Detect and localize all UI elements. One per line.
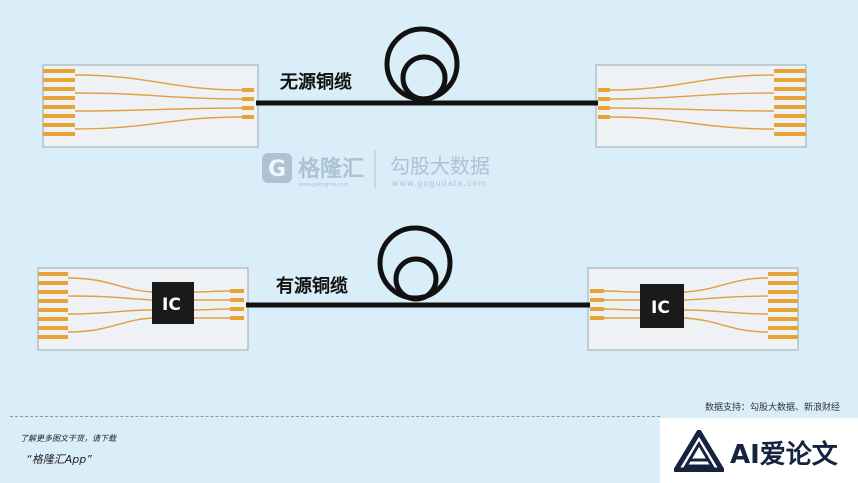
left-ic-chip <box>152 282 194 324</box>
right-active-edge-pads <box>768 272 798 339</box>
right-traces <box>609 74 775 130</box>
right-active-cable-pads <box>590 289 604 320</box>
passive-cable-label: 无源铜缆 <box>280 71 352 93</box>
watermark-partner-url: www.gogudata.com <box>392 179 487 188</box>
footer-divider <box>10 416 660 417</box>
left-ic-label: IC <box>162 295 181 315</box>
right-active-traces <box>603 277 769 333</box>
right-edge-pads <box>774 69 806 136</box>
active-cable-label: 有源铜缆 <box>276 275 348 297</box>
left-active-cable-pads <box>230 289 244 320</box>
left-cable-pads <box>242 88 254 119</box>
watermark-partner: 勾股大数据 <box>390 154 490 178</box>
active-cable-assembly: IC IC 有源铜缆 <box>37 225 799 351</box>
active-cable-coil-inner <box>393 256 439 302</box>
cable-diagram: 无源铜缆 G 格隆汇 www.gelonghui.com 勾股大数据 www.g… <box>37 26 807 351</box>
watermark-brand: 格隆汇 <box>298 156 364 182</box>
watermark: G 格隆汇 www.gelonghui.com 勾股大数据 www.goguda… <box>262 150 490 188</box>
left-traces <box>74 74 243 130</box>
right-pcb-board <box>595 64 807 148</box>
promo-text: 了解更多图文干货，请下载 <box>20 434 116 443</box>
passive-cable-coil-inner <box>400 54 448 102</box>
left-edge-pads <box>43 69 75 136</box>
left-pcb-board <box>42 64 259 148</box>
gelonghui-logo-icon <box>262 153 292 183</box>
left-active-traces <box>67 277 231 333</box>
active-cable-coil-outer <box>377 225 453 301</box>
watermark-brand-url: www.gelonghui.com <box>298 182 349 188</box>
ai-lunwen-logo: AI爱论文 <box>660 418 858 483</box>
passive-cable-assembly: 无源铜缆 <box>42 26 807 148</box>
promo-app-name: “格隆汇App” <box>26 453 92 466</box>
triangle-logo-icon <box>674 430 724 472</box>
svg-text:G: G <box>268 157 286 182</box>
left-active-edge-pads <box>38 272 68 339</box>
data-source-note: 数据支持：勾股大数据、新浪财经 <box>704 403 840 413</box>
logo-text: AI爱论文 <box>730 440 838 470</box>
right-ic-label: IC <box>651 298 670 318</box>
passive-cable-coil-outer <box>384 26 460 102</box>
right-cable-pads <box>598 88 610 119</box>
right-ic-chip <box>640 284 684 328</box>
